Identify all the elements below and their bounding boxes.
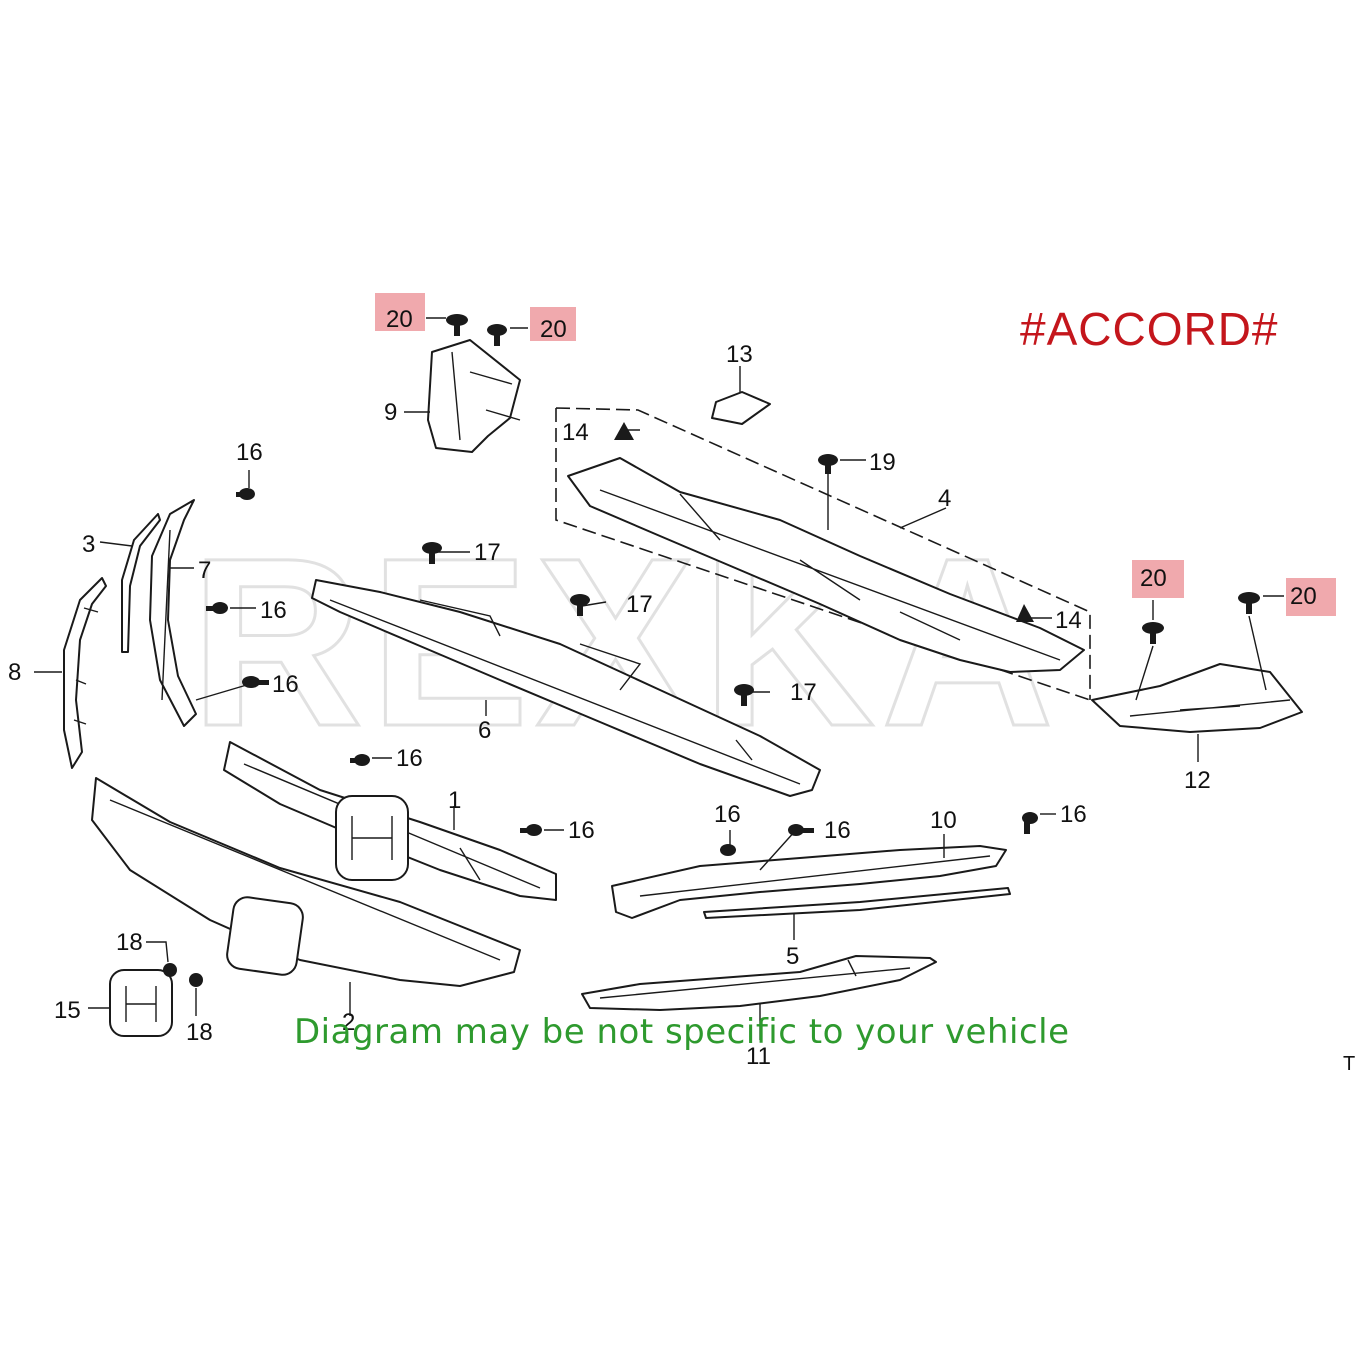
highlight-20-a [375, 293, 425, 331]
callout-6: 6 [478, 717, 491, 744]
part-4-upper-cover [555, 407, 1091, 701]
callout-16: 16 [272, 671, 299, 698]
part-9-bracket [404, 314, 528, 453]
part-12-side-cover [1091, 592, 1303, 762]
highlight-20-d [1286, 578, 1336, 616]
callout-16: 16 [714, 801, 741, 828]
callout-16: 16 [236, 439, 263, 466]
highlight-20-c [1132, 560, 1184, 598]
callout-10: 10 [930, 807, 957, 834]
callout-20: 20 [386, 306, 413, 333]
part-5-strip [703, 887, 1011, 940]
callout-17: 17 [790, 679, 817, 706]
callout-18: 18 [186, 1019, 213, 1046]
callout-4: 4 [938, 485, 951, 512]
callout-17: 17 [626, 591, 653, 618]
callout-20: 20 [1140, 565, 1167, 592]
nut-18-group [146, 941, 203, 1016]
disclaimer-text: Diagram may be not specific to your vehi… [294, 1012, 1070, 1052]
part-8-trim [34, 577, 107, 769]
clip-16-group [206, 470, 564, 836]
callout-14: 14 [1055, 607, 1082, 634]
part-10-lower-molding [611, 812, 1056, 919]
callout-19: 19 [869, 449, 896, 476]
callout-16: 16 [1060, 801, 1087, 828]
callout-16: 16 [260, 597, 287, 624]
part-15-emblem [88, 969, 173, 1037]
part-3-trim [99, 513, 161, 653]
callout-16: 16 [568, 817, 595, 844]
callout-3: 3 [82, 531, 95, 558]
part-2-front-grille [91, 777, 521, 1016]
callout-12: 12 [1184, 767, 1211, 794]
callout-2: 2 [342, 1009, 355, 1036]
callout-1: 1 [448, 787, 461, 814]
callout-17: 17 [474, 539, 501, 566]
part-11-lower-trim [581, 955, 937, 1040]
callout-16: 16 [396, 745, 423, 772]
diagram-code: T [1343, 1053, 1356, 1075]
part-13-label [711, 366, 771, 425]
part-6-support-beam [311, 542, 821, 797]
part-1-grille-base [223, 741, 557, 901]
callout-20: 20 [540, 316, 567, 343]
callout-13: 13 [726, 341, 753, 368]
part-7-trim [149, 499, 269, 727]
callout-8: 8 [8, 659, 21, 686]
callout-18: 18 [116, 929, 143, 956]
highlight-20-b [530, 307, 576, 341]
callout-11: 11 [746, 1043, 771, 1070]
callout-14: 14 [562, 419, 589, 446]
callout-9: 9 [384, 399, 397, 426]
callout-16: 16 [824, 817, 851, 844]
callout-5: 5 [786, 943, 799, 970]
callout-15: 15 [54, 997, 81, 1024]
callout-20: 20 [1290, 583, 1317, 610]
callout-7: 7 [198, 557, 211, 584]
page-title: #ACCORD# [1020, 303, 1279, 355]
